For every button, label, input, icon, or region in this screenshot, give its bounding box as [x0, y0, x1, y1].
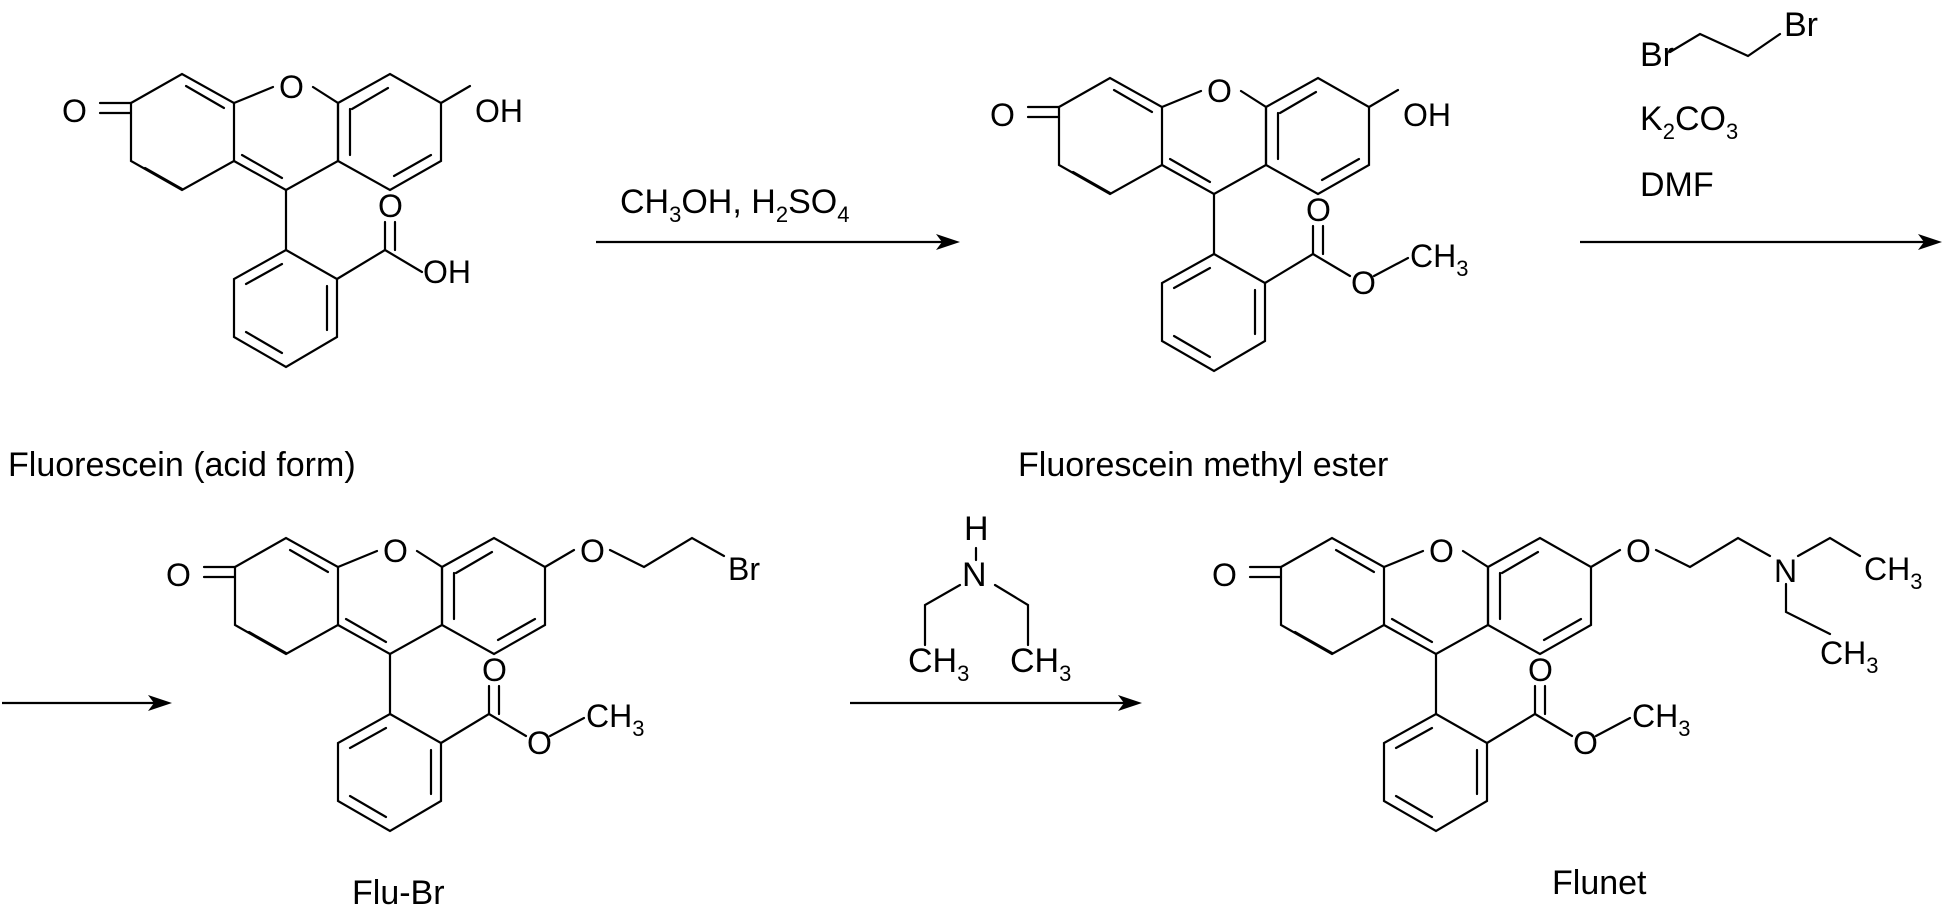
ethyl-methyl-lower: CH3 — [1820, 635, 1878, 678]
methyl-ester-structure: O O OH O O CH3 Fluorescein methyl ester — [990, 73, 1468, 484]
amine-hydrogen-label: H — [964, 510, 989, 548]
ester-oxygen-label: O — [1351, 265, 1376, 301]
reaction-step-1: CH3OH, H2SO4 — [596, 183, 960, 250]
fluorescein-structure: O O OH O OH Fluorescein (acid form) — [8, 69, 523, 484]
ester-carbonyl-oxygen-label: O — [482, 652, 507, 688]
oxo-atom-label: O — [1212, 557, 1237, 593]
oxo-atom-label: O — [990, 97, 1015, 133]
ether-oxygen-label: O — [1626, 533, 1651, 569]
ring-oxygen-label: O — [1207, 73, 1232, 109]
dibromoethane-br-left: Br — [1640, 36, 1674, 74]
ring-oxygen-label: O — [383, 533, 408, 569]
ester-carbonyl-oxygen-label: O — [1528, 652, 1553, 688]
methyl-label: CH3 — [586, 698, 644, 741]
acid-hydroxyl-label: OH — [423, 254, 471, 290]
ester-oxygen-label: O — [1573, 725, 1598, 761]
base-reagent: K2CO3 — [1640, 100, 1738, 144]
dibromoethane-br-right: Br — [1784, 6, 1818, 44]
oxo-atom-label: O — [166, 557, 191, 593]
ester-oxygen-label: O — [527, 725, 552, 761]
amine-nitrogen-label: N — [1774, 553, 1797, 589]
methyl-label: CH3 — [1632, 698, 1690, 741]
acid-carbonyl-oxygen-label: O — [378, 188, 403, 224]
methyl-label: CH3 — [1410, 238, 1468, 281]
solvent-reagent: DMF — [1640, 166, 1714, 204]
ring-oxygen-label: O — [279, 69, 304, 105]
compound-name-flunet: Flunet — [1552, 864, 1647, 902]
hydroxyl-label: OH — [475, 93, 523, 129]
continuation-arrow — [2, 695, 172, 711]
amine-nitrogen-label: N — [962, 556, 987, 594]
ethyl-methyl-upper: CH3 — [1864, 551, 1922, 594]
compound-name-fluorescein: Fluorescein (acid form) — [8, 446, 356, 484]
step1-conditions: CH3OH, H2SO4 — [620, 183, 849, 227]
ester-carbonyl-oxygen-label: O — [1306, 192, 1331, 228]
bromine-label: Br — [728, 551, 760, 587]
reaction-step-3: H N CH3 CH3 — [850, 510, 1142, 711]
ether-oxygen-label: O — [580, 533, 605, 569]
compound-name-flu-br: Flu-Br — [352, 874, 445, 912]
amine-methyl-right: CH3 — [1010, 642, 1071, 686]
oxo-atom-label: O — [62, 93, 87, 129]
amine-methyl-left: CH3 — [908, 642, 969, 686]
flunet-structure: O O O N CH3 CH3 O O CH3 Flunet — [1212, 533, 1922, 902]
ring-oxygen-label: O — [1429, 533, 1454, 569]
reaction-step-2: Br Br K2CO3 DMF — [1580, 6, 1942, 250]
hydroxyl-label: OH — [1403, 97, 1451, 133]
flu-br-structure: O O O Br O O CH3 Flu-Br — [166, 533, 760, 912]
compound-name-methyl-ester: Fluorescein methyl ester — [1018, 446, 1388, 484]
